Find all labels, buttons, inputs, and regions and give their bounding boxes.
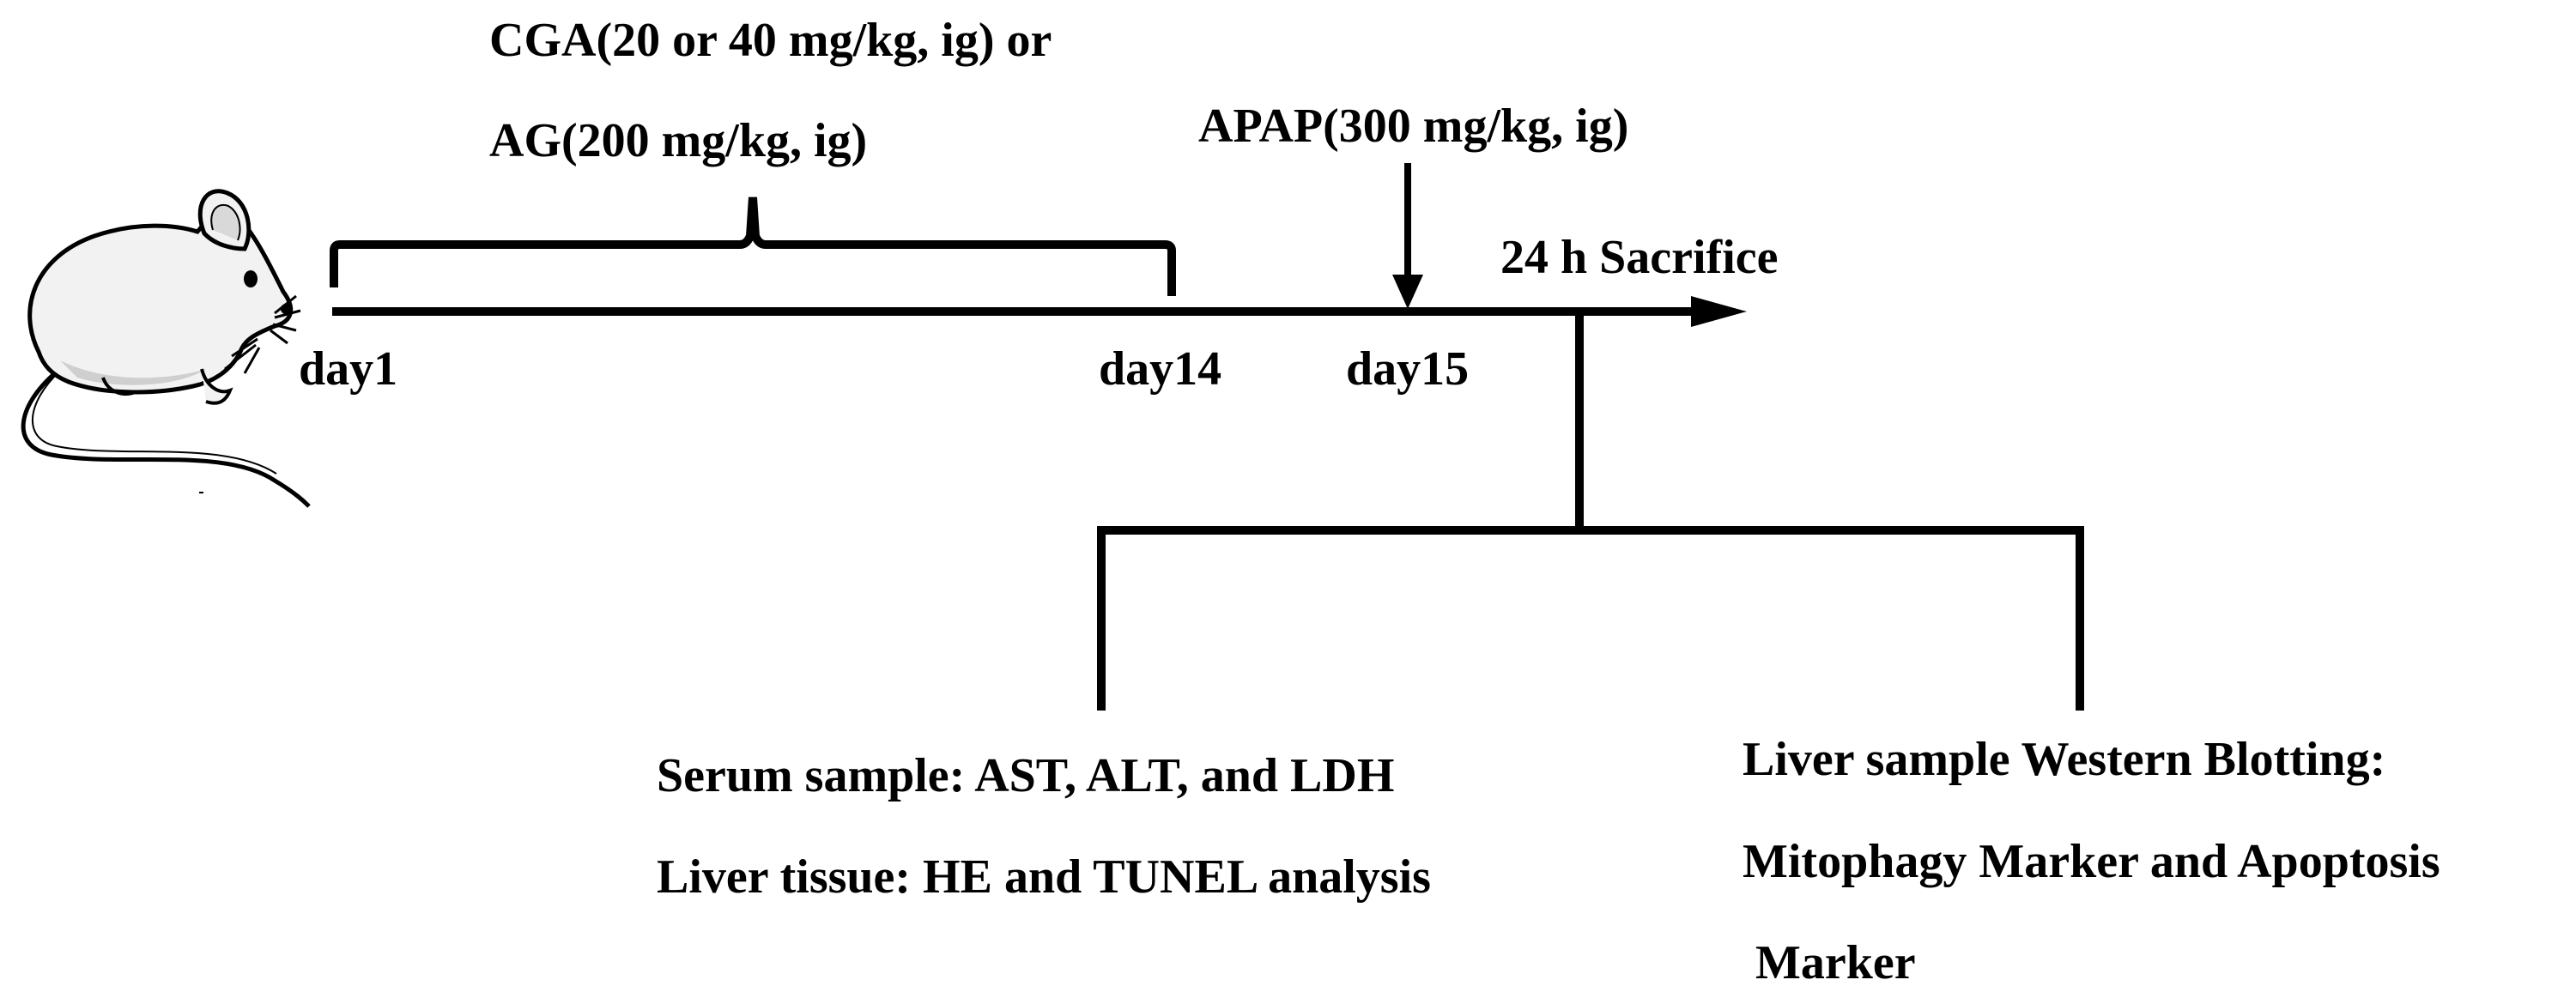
apap-arrowhead [1392, 275, 1423, 309]
treatment-label-line2: AG(200 mg/kg, ig) [489, 114, 867, 167]
timeline-arrowhead [1691, 296, 1747, 327]
treatment-label-line1: CGA(20 or 40 mg/kg, ig) or [489, 14, 1052, 67]
apoptosis-marker-label: Marker [1755, 936, 1916, 989]
mouse-icon [21, 189, 311, 508]
mitophagy-marker-label: Mitophagy Marker and Apoptosis [1743, 835, 2440, 888]
serum-sample-label: Serum sample: AST, ALT, and LDH [657, 749, 1394, 802]
liver-tissue-label: Liver tissue: HE and TUNEL analysis [657, 850, 1431, 904]
sacrifice-label: 24 h Sacrifice [1500, 231, 1778, 284]
day14-label: day14 [1099, 342, 1221, 396]
western-blotting-label: Liver sample Western Blotting: [1743, 733, 2385, 786]
day1-label: day1 [299, 342, 397, 396]
apap-label: APAP(300 mg/kg, ig) [1198, 100, 1628, 153]
treatment-bracket [330, 197, 1176, 296]
day15-label: day15 [1346, 342, 1469, 396]
